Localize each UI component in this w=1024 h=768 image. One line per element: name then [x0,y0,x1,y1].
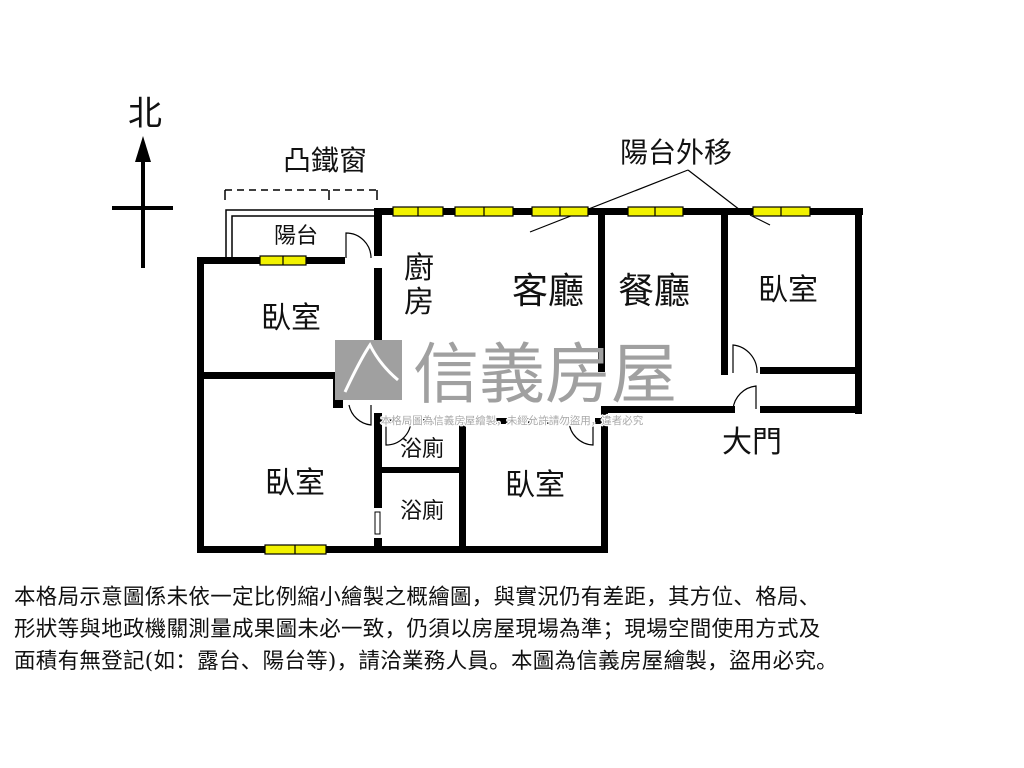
room-bedroom-sw: 臥室 [265,466,325,501]
room-bedroom-nw: 臥室 [261,301,321,336]
windows [259,206,811,555]
annotation-leader-lines [529,169,771,233]
bay-window-label: 凸鐵窗 [283,144,367,177]
watermark: 信義房屋 本格局圖為信義房屋繪製，未經允許請勿盜用，違者必究 [335,336,677,428]
room-dining: 餐廳 [618,271,690,312]
room-balcony: 陽台 [274,224,318,249]
room-kitchen-1: 廚 [404,251,434,286]
balcony-outline [224,189,378,260]
watermark-notice: 本格局圖為信義房屋繪製，未經允許請勿盜用，違者必究 [381,414,644,427]
door-swing-icon [732,344,758,374]
north-label: 北 [128,94,162,134]
main-door-label: 大門 [722,425,782,460]
disclaimer-line: 形狀等與地政機關測量成果圖未必一致，仍須以房屋現場為準；現場空間使用方式及 [14,617,821,642]
room-bathroom-1: 浴廁 [400,437,444,462]
door-swing-icon [345,232,372,259]
room-kitchen-2: 房 [404,285,434,320]
door-swing-icon [732,385,757,410]
room-bathroom-2: 浴廁 [400,499,444,524]
north-arrow-icon [112,136,173,268]
door-swing-icon [348,404,372,426]
disclaimer-line: 本格局示意圖係未依一定比例縮小繪製之概繪圖，與實況仍有差距，其方位、格局、 [14,585,821,610]
door-swing-icon [385,420,412,446]
watermark-brand: 信義房屋 [413,336,677,413]
balcony-moved-label: 陽台外移 [620,136,732,169]
room-living: 客廳 [512,271,584,312]
room-bedroom-s: 臥室 [505,468,565,503]
disclaimer: 本格局示意圖係未依一定比例縮小繪製之概繪圖，與實況仍有差距，其方位、格局、 形狀… [14,582,1014,678]
disclaimer-line: 面積有無登記(如：露台、陽台等)，請洽業務人員。本圖為信義房屋繪製，盜用必究。 [14,649,838,674]
door-swing-icon [568,420,594,446]
room-labels: 陽台 廚 房 客廳 餐廳 臥室 臥室 臥室 臥室 浴廁 浴廁 大門 [261,224,818,524]
room-bedroom-ne: 臥室 [758,273,818,308]
